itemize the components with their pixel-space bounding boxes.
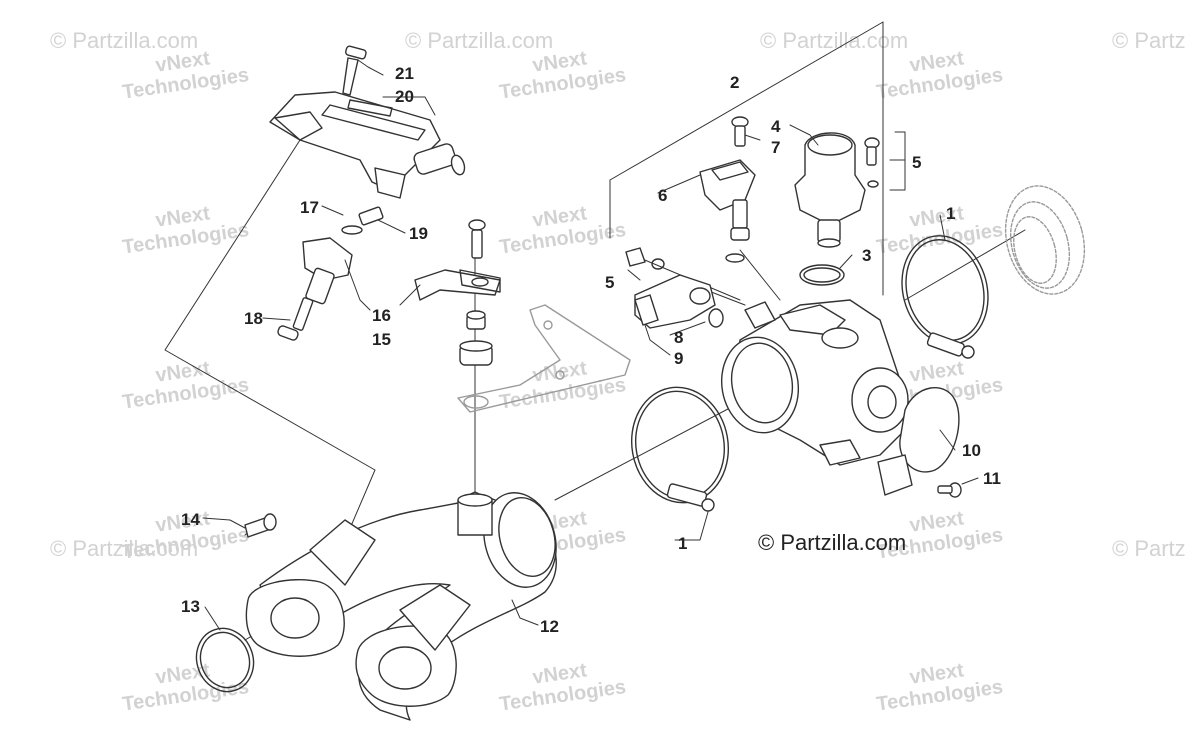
callout-10: 10 <box>962 441 981 460</box>
throttle-position-sensor <box>634 274 716 329</box>
callout-1: 1 <box>678 534 688 553</box>
map-sensor <box>699 159 756 263</box>
callout-13: 13 <box>181 597 200 616</box>
callout-17: 17 <box>300 198 319 217</box>
callout-19: 19 <box>409 224 428 243</box>
partzilla-credit: © Partzilla.com <box>758 530 907 555</box>
callout-9: 9 <box>674 349 684 368</box>
screw-5-right <box>864 137 880 188</box>
callout-12: 12 <box>540 617 559 636</box>
leader-lines <box>202 59 979 631</box>
grommets <box>459 310 493 366</box>
callout-14: 14 <box>181 510 200 529</box>
callout-4: 4 <box>771 117 781 136</box>
callout-7: 7 <box>771 138 781 157</box>
callout-5: 5 <box>605 273 615 292</box>
callout-18: 18 <box>244 309 263 328</box>
screw-21 <box>342 45 367 96</box>
throttle-cover <box>877 387 960 496</box>
screw-5-left <box>625 247 665 270</box>
callout-5: 5 <box>912 153 922 172</box>
air-boot <box>1004 185 1086 295</box>
callout-16: 16 <box>372 306 391 325</box>
hose-clamp-front <box>630 386 730 512</box>
callout-21: 21 <box>395 64 414 83</box>
bracket <box>414 269 501 301</box>
idle-air-valve <box>794 132 866 248</box>
callout-2: 2 <box>730 73 740 92</box>
hose-clamp-rear <box>901 235 989 359</box>
fuel-rail <box>269 91 466 199</box>
callout-6: 6 <box>658 186 668 205</box>
screw-11 <box>937 482 962 498</box>
intake-manifold <box>245 491 557 721</box>
gasket-plate <box>457 304 631 413</box>
throttle-body <box>720 299 909 466</box>
o-ring-8 <box>708 308 724 328</box>
screw-15 <box>468 219 486 259</box>
callout-20: 20 <box>395 87 414 106</box>
callout-15: 15 <box>372 330 391 349</box>
injector <box>277 206 384 341</box>
callout-8: 8 <box>674 328 684 347</box>
callout-11: 11 <box>983 469 1001 488</box>
callout-3: 3 <box>862 246 872 265</box>
screw-14 <box>244 513 277 538</box>
callout-1: 1 <box>946 204 956 223</box>
o-ring-3 <box>799 264 845 286</box>
screw-7 <box>731 116 749 147</box>
o-ring-13 <box>195 627 255 693</box>
